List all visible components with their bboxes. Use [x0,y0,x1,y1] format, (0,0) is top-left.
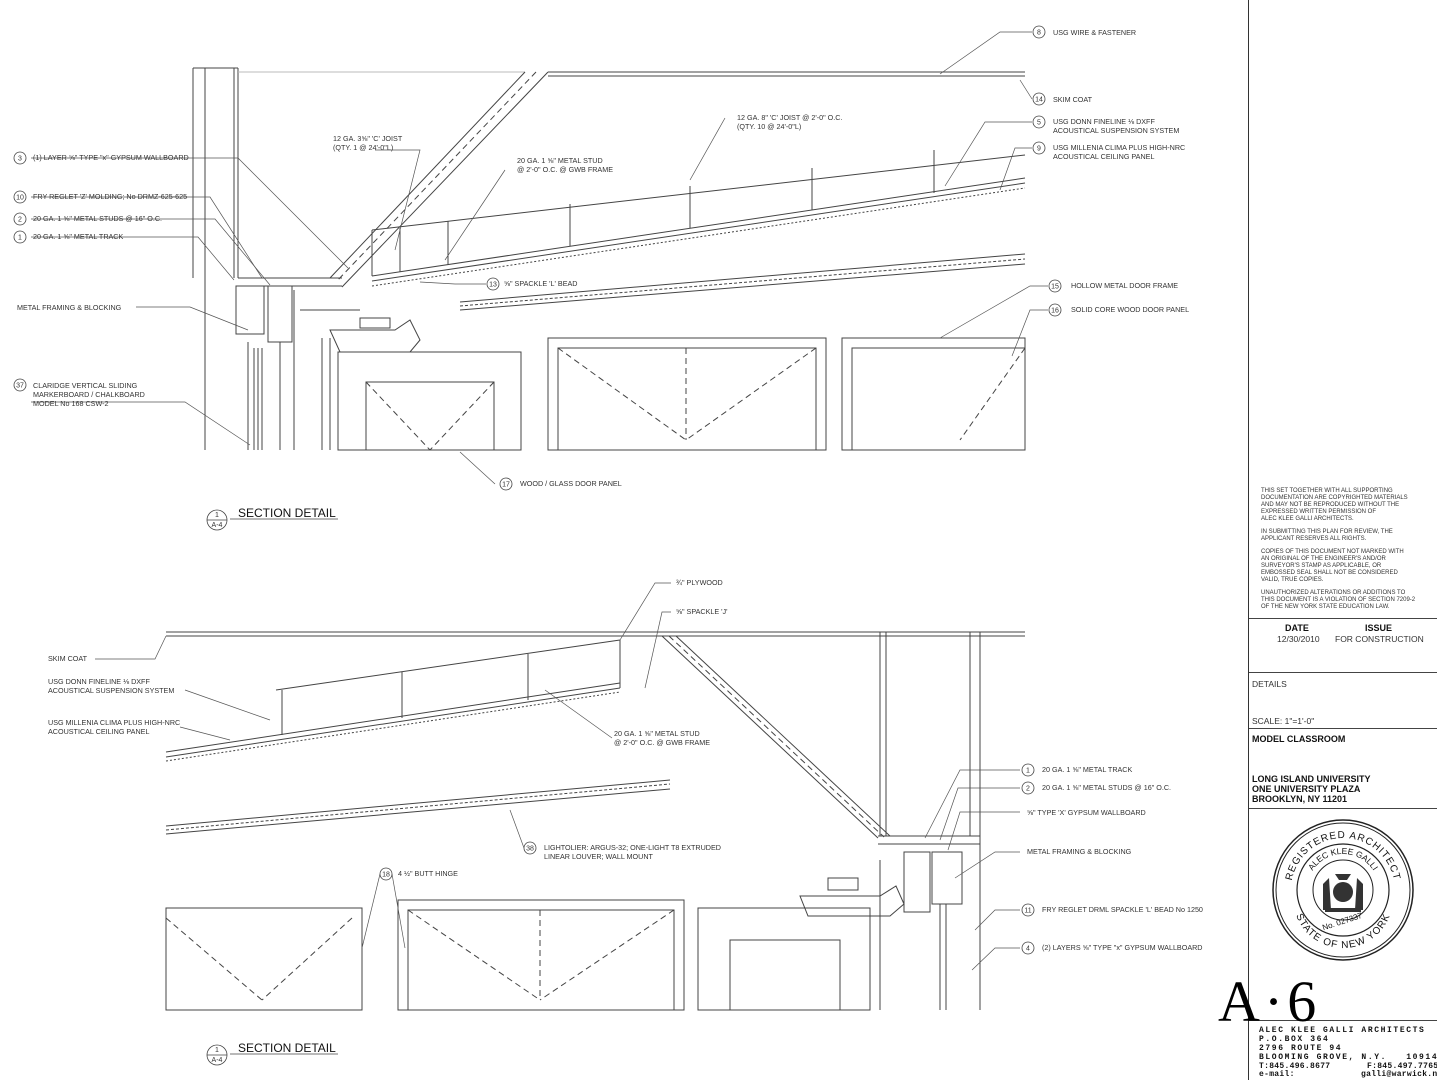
note-label: (QTY. 1 @ 24'-0"L) [333,143,393,152]
note-label: @ 2'-0" O.C. @ GWB FRAME [614,738,710,747]
project-name: MODEL CLASSROOM [1252,734,1346,744]
note-label: WOOD / GLASS DOOR PANEL [520,479,622,488]
callout-number: 18 [382,872,390,879]
title-block: THIS SET TOGETHER WITH ALL SUPPORTING DO… [1248,0,1437,1080]
copyright-notice: THIS SET TOGETHER WITH ALL SUPPORTING DO… [1261,488,1408,522]
note-label: (2) LAYERS ⅝" TYPE "x" GYPSUM WALLBOARD [1042,943,1203,952]
note-label: 20 GA. 1 ⅝" METAL TRACK [1042,765,1133,774]
callout-number: 5 [1037,120,1041,127]
detail-tag-sheet: A-4 [212,522,223,529]
callout-number: 38 [526,846,534,853]
callout-number: 17 [502,482,510,489]
note-label: 20 GA. 1 ⅝" METAL STUD [614,729,700,738]
note-label: ACOUSTICAL SUSPENSION SYSTEM [1053,126,1179,135]
note-label: ACOUSTICAL CEILING PANEL [48,727,149,736]
note-label: LINEAR LOUVER; WALL MOUNT [544,852,654,861]
note-label: 4 ½" BUTT HINGE [398,869,458,878]
unauthorized-notice: UNAUTHORIZED ALTERATIONS OR ADDITIONS TO… [1261,590,1416,610]
callout-number: 8 [1037,30,1041,37]
sheet-number: A·6 [1218,969,1321,1034]
callout-number: 16 [1051,308,1059,315]
callout-number: 15 [1051,284,1059,291]
detail-tag-number: 1 [215,1047,219,1054]
firm-fax: F:845.497.7765 [1367,1062,1437,1071]
firm-name: ALEC KLEE GALLI ARCHITECTS [1259,1026,1426,1035]
firm-city: BLOOMING GROVE, N.Y. 10914 [1259,1053,1437,1062]
svg-text:No. 027337: No. 027337 [1321,911,1364,933]
note-label: USG MILLENIA CLIMA PLUS HIGH-NRC [48,718,180,727]
svg-text:ALEC KLEE GALLI: ALEC KLEE GALLI [1306,846,1380,872]
firm-phone: T:845.496.8677 [1259,1062,1331,1071]
note-label: ⅝" SPACKLE 'L' BEAD [504,279,577,288]
note-label: FRY REGLET 'Z' MOLDING; No DRMZ-625-625 [33,192,187,201]
client-address: ONE UNIVERSITY PLAZA [1252,784,1361,794]
issue-value: FOR CONSTRUCTION [1335,634,1424,644]
lower-section-drawing [165,631,1025,1011]
callout-number: 37 [16,383,24,390]
note-label: 12 GA. 3⅝" 'C' JOIST [333,134,403,143]
note-label: 20 GA. 1 ⅝" METAL STUD [517,156,603,165]
callout-number: 3 [18,156,22,163]
note-label: LIGHTOLIER: ARGUS-32; ONE-LIGHT T8 EXTRU… [544,843,721,852]
note-label: SKIM COAT [48,654,88,663]
note-label: USG WIRE & FASTENER [1053,28,1136,37]
copies-notice: COPIES OF THIS DOCUMENT NOT MARKED WITH … [1261,549,1404,583]
note-label: 20 GA. 1 ⅝" METAL STUDS @ 16" O.C. [33,214,162,223]
note-label: METAL FRAMING & BLOCKING [1027,847,1132,856]
note-label: 12 GA. 8" 'C' JOIST @ 2'-0" O.C. [737,113,842,122]
note-label: 20 GA. 1 ⅝" METAL TRACK [33,232,124,241]
note-label: ¾" PLYWOOD [676,578,723,587]
callout-number: 13 [489,282,497,289]
issue-label: ISSUE [1365,623,1393,633]
firm-email: galli@warwick.net [1361,1070,1437,1079]
upper-section-title: SECTION DETAIL [238,506,336,520]
note-label: CLARIDGE VERTICAL SLIDING [33,381,138,390]
note-label: (1) LAYER ⅝" TYPE "x" GYPSUM WALLBOARD [33,153,189,162]
note-label: ⅝" TYPE 'X' GYPSUM WALLBOARD [1027,808,1146,817]
callout-number: 10 [16,195,24,202]
callout-number: 2 [18,217,22,224]
note-label: SOLID CORE WOOD DOOR PANEL [1071,305,1189,314]
note-label: ACOUSTICAL CEILING PANEL [1053,152,1154,161]
note-label: ⅝" SPACKLE 'J' [676,607,728,616]
callout-number: 14 [1035,97,1043,104]
detail-tag-number: 1 [215,512,219,519]
architect-seal-icon: REGISTERED ARCHITECT STATE OF NEW YORK A… [1272,819,1414,961]
callout-number: 4 [1026,946,1030,953]
note-label: 20 GA. 1 ⅝" METAL STUDS @ 16" O.C. [1042,783,1171,792]
callout-number: 1 [1026,768,1030,775]
note-label: METAL FRAMING & BLOCKING [17,303,122,312]
drawing-type: DETAILS [1252,679,1287,689]
firm-street: 2796 ROUTE 94 [1259,1044,1343,1053]
note-label: MARKERBOARD / CHALKBOARD [33,390,145,399]
date-value: 12/30/2010 [1277,634,1320,644]
callout-number: 1 [18,235,22,242]
detail-tag-sheet: A-4 [212,1057,223,1064]
note-label: @ 2'-0" O.C. @ GWB FRAME [517,165,613,174]
date-label: DATE [1285,623,1309,633]
firm-pobox: P.O.BOX 364 [1259,1035,1330,1044]
callout-number: 9 [1037,146,1041,153]
upper-section-drawing [192,67,1026,451]
note-label: FRY REGLET DRML SPACKLE 'L' BEAD No 1250 [1042,905,1203,914]
note-label: (QTY. 10 @ 24'-0"L) [737,122,801,131]
note-label: USG MILLENIA CLIMA PLUS HIGH-NRC [1053,143,1185,152]
client-name: LONG ISLAND UNIVERSITY [1252,774,1371,784]
note-label: MODEL No 168 CSW-2 [33,399,109,408]
note-label: USG DONN FINELINE ⅛ DXFF [1053,117,1155,126]
note-label: HOLLOW METAL DOOR FRAME [1071,281,1178,290]
review-notice: IN SUBMITTING THIS PLAN FOR REVIEW, THE … [1261,529,1393,542]
note-label: ACOUSTICAL SUSPENSION SYSTEM [48,686,174,695]
callout-number: 11 [1024,908,1031,915]
firm-email-label: e-mail: [1259,1070,1295,1079]
note-label: USG DONN FINELINE ⅛ DXFF [48,677,150,686]
scale-label: SCALE: 1"=1'-0" [1252,716,1315,726]
note-label: SKIM COAT [1053,95,1093,104]
callout-number: 2 [1026,786,1030,793]
lower-section-title: SECTION DETAIL [238,1041,336,1055]
client-city: BROOKLYN, NY 11201 [1252,794,1348,804]
